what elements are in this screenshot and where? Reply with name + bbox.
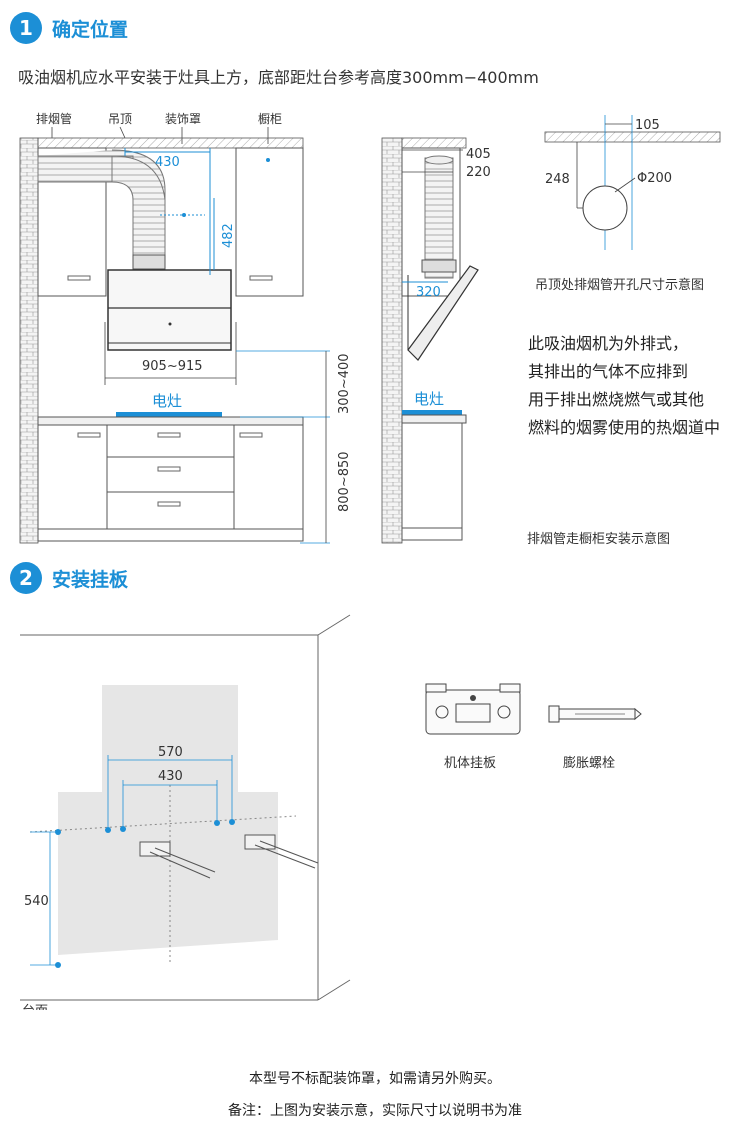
dim-570: 570 — [158, 745, 183, 760]
expansion-bolt-label: 膨胀螺栓 — [563, 756, 616, 771]
stove-label-side: 电灶 — [414, 390, 444, 408]
side-view-diagram: 405 220 320 电灶 — [381, 137, 491, 544]
footer-note-2: 备注：上图为安装示意，实际尺寸以说明书为准 — [228, 1103, 522, 1119]
hole-diagram: 105 248 Φ200 — [544, 115, 721, 250]
dim-phi200: Φ200 — [637, 171, 672, 186]
mount-plate-label: 机体挂板 — [444, 756, 497, 771]
dim-405: 405 — [466, 147, 491, 162]
wall-plate-left — [139, 841, 216, 879]
install-instruction: 吸油烟机应水平安装于灶具上方，底部距灶台参考高度300mm−400mm — [18, 68, 539, 87]
dim-220: 220 — [466, 165, 491, 180]
dim-320: 320 — [416, 285, 441, 300]
exhaust-note: 此吸油烟机为外排式， 其排出的气体不应排到 用于排出燃烧燃气或其他 燃料的烟雾使… — [528, 330, 720, 442]
dim-430-front: 430 — [155, 155, 180, 170]
countertop-label: 台面 — [22, 1004, 48, 1010]
section2-title: 安装挂板 — [52, 568, 129, 591]
dim-height2: 800~850 — [337, 451, 352, 512]
stove-label-front: 电灶 — [152, 392, 182, 410]
exhaust-note-line-2: 其排出的气体不应排到 — [528, 362, 689, 381]
mount-plate-icon — [425, 683, 521, 735]
exhaust-note-line-3: 用于排出燃烧燃气或其他 — [528, 390, 705, 409]
section1-header: 1 确定位置 — [10, 12, 128, 44]
dim-482: 482 — [221, 223, 236, 248]
wall-plate-diagram: 570 430 540 台面 — [20, 614, 351, 1010]
label-duct: 排烟管 — [36, 111, 72, 126]
exhaust-note-line-4: 燃料的烟雾使用的热烟道中 — [528, 418, 721, 437]
wall-plate-right — [244, 834, 319, 869]
step-badge-1: 1 — [10, 12, 42, 44]
dim-height1: 300~400 — [337, 353, 352, 414]
side-caption: 排烟管走橱柜安装示意图 — [527, 532, 671, 547]
dim-540: 540 — [24, 894, 49, 909]
step-badge-2: 2 — [10, 562, 42, 594]
dim-430-plate: 430 — [158, 769, 183, 784]
footer-note-1: 本型号不标配装饰罩，如需请另外购买。 — [249, 1071, 501, 1087]
label-ceiling: 吊顶 — [108, 112, 132, 126]
hole-caption: 吊顶处排烟管开孔尺寸示意图 — [535, 278, 705, 293]
expansion-bolt-icon — [548, 705, 642, 723]
section1-title: 确定位置 — [52, 18, 129, 41]
front-view-diagram: 排烟管 吊顶 装饰罩 橱柜 430 482 905~915 电灶 — [19, 111, 352, 544]
label-cover: 装饰罩 — [165, 112, 201, 126]
dim-248: 248 — [545, 172, 570, 187]
label-cabinet: 橱柜 — [258, 112, 282, 126]
exhaust-note-line-1: 此吸油烟机为外排式， — [528, 334, 689, 353]
dim-width: 905~915 — [142, 359, 203, 374]
section2-header: 2 安装挂板 — [10, 562, 128, 594]
dim-105: 105 — [635, 118, 660, 133]
